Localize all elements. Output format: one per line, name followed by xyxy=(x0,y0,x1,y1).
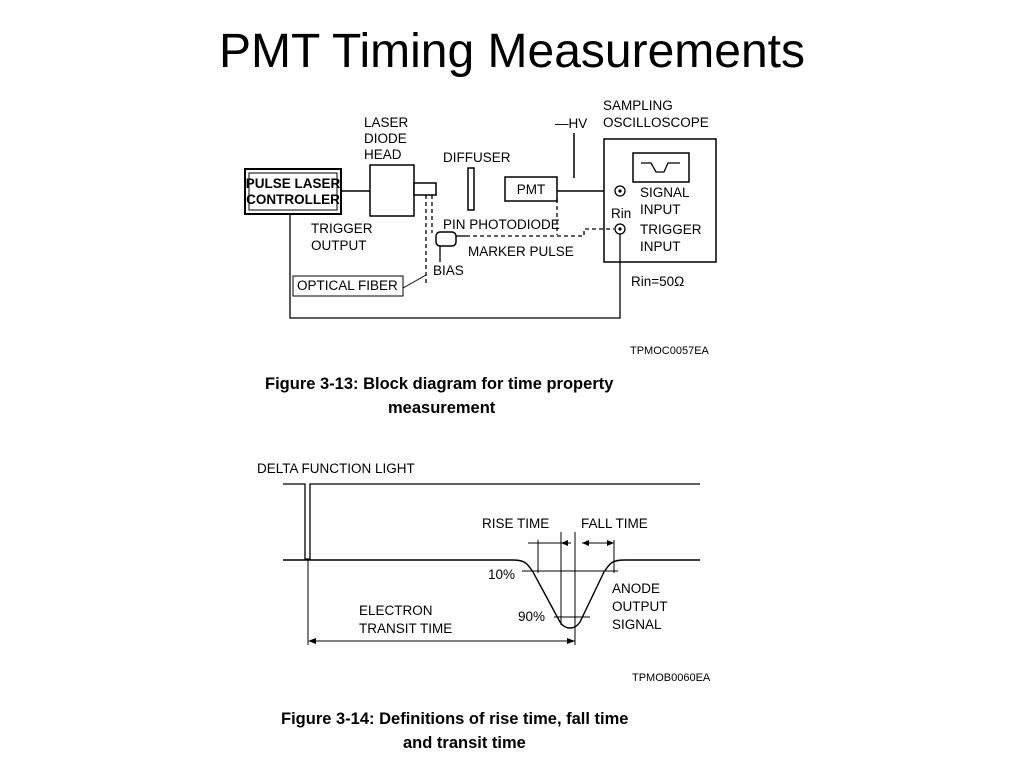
trigger-input-label-1: TRIGGER xyxy=(640,222,702,237)
rise-time-label: RISE TIME xyxy=(482,516,549,531)
pmt-box: PMT xyxy=(504,176,558,202)
slide-title: PMT Timing Measurements xyxy=(219,25,805,78)
anode-output-label-1: ANODE xyxy=(612,581,660,596)
pmt-label: PMT xyxy=(517,182,546,197)
pulse-laser-controller-label-1: PULSE LASER xyxy=(246,176,341,191)
trigger-output-label-1: TRIGGER xyxy=(311,221,373,236)
anode-output-trace xyxy=(283,559,700,629)
diffuser: DIFFUSER xyxy=(443,150,511,211)
sampling-oscilloscope: SAMPLING OSCILLOSCOPE SIGNAL INPUT Rin T… xyxy=(603,98,717,263)
signal-input-label-1: SIGNAL xyxy=(640,185,690,200)
ten-percent-label: 10% xyxy=(488,567,515,582)
trigger-cable xyxy=(289,214,621,319)
laser-diode-head: LASER DIODE HEAD xyxy=(364,115,437,217)
pin-photodiode-label: PIN PHOTODIODE xyxy=(443,217,560,232)
minus-hv-label: —HV xyxy=(555,116,587,131)
ninety-percent-label: 90% xyxy=(518,609,545,624)
figure2-caption-line-2: and transit time xyxy=(403,734,526,752)
pin-photodiode: PIN PHOTODIODE BIAS xyxy=(433,217,560,278)
figure1-code: TPMOC0057EA xyxy=(630,345,710,357)
diffuser-label: DIFFUSER xyxy=(443,150,511,165)
oscilloscope-screen xyxy=(632,152,690,183)
figure1-caption-line-2: measurement xyxy=(388,399,496,417)
rin-value-label: Rin=50Ω xyxy=(631,274,684,289)
oscilloscope-trace xyxy=(641,162,680,173)
pulse-laser-controller-label-2: CONTROLLER xyxy=(246,192,340,207)
laser-diode-head-label-1: LASER xyxy=(364,115,409,130)
timing-diagram: DELTA FUNCTION LIGHT 10% 90% RISE TIME F… xyxy=(257,461,711,752)
rin-label: Rin xyxy=(611,206,631,221)
marker-pulse-label: MARKER PULSE xyxy=(468,244,574,259)
fall-time-label: FALL TIME xyxy=(581,516,648,531)
optical-fiber-callout: OPTICAL FIBER xyxy=(292,274,427,297)
marker-pulse-line xyxy=(466,228,614,237)
figure2-code: TPMOB0060EA xyxy=(632,672,711,684)
trigger-output-label-2: OUTPUT xyxy=(311,238,367,253)
pulse-laser-controller-box: PULSE LASER CONTROLLER xyxy=(244,168,342,215)
trigger-input-label-2: INPUT xyxy=(640,239,681,254)
anode-output-label-3: SIGNAL xyxy=(612,617,662,632)
oscilloscope-label-1: SAMPLING xyxy=(603,98,673,113)
electron-transit-label-1: ELECTRON xyxy=(359,603,433,618)
anode-output-label-2: OUTPUT xyxy=(612,599,668,614)
optical-fiber-label: OPTICAL FIBER xyxy=(297,278,398,293)
delta-light-trace xyxy=(283,483,700,560)
laser-diode-head-label-3: HEAD xyxy=(364,147,402,162)
electron-transit-label-2: TRANSIT TIME xyxy=(359,621,452,636)
signal-input-label-2: INPUT xyxy=(640,202,681,217)
laser-diode-head-label-2: DIODE xyxy=(364,131,407,146)
block-diagram: PULSE LASER CONTROLLER LASER DIODE HEAD … xyxy=(244,98,717,417)
delta-function-light-label: DELTA FUNCTION LIGHT xyxy=(257,461,415,476)
figure2-caption-line-1: Figure 3-14: Definitions of rise time, f… xyxy=(281,710,628,728)
oscilloscope-label-2: OSCILLOSCOPE xyxy=(603,115,709,130)
bias-label: BIAS xyxy=(433,263,464,278)
figure1-caption-line-1: Figure 3-13: Block diagram for time prop… xyxy=(265,375,614,393)
